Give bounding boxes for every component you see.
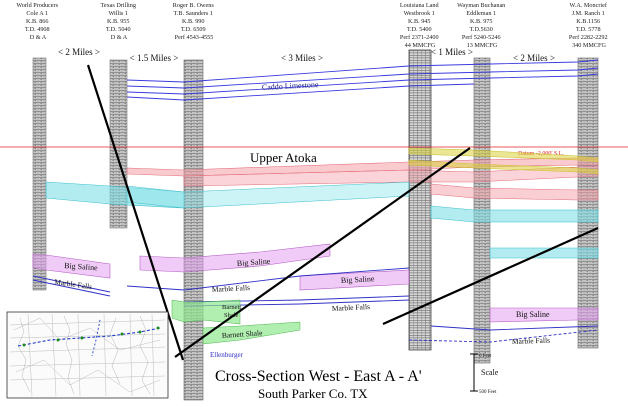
barnett-shale-label-2: Barnett Shale — [222, 328, 264, 340]
distance-label-3: < 3 Miles > — [281, 53, 323, 63]
distance-label-1: < 2 Miles > — [58, 47, 100, 57]
marble-falls-label-4: Marble Falls — [512, 336, 550, 346]
well-label-6: W.A. Moncrief J.M. Ranch 1 K.B.1156 T.D.… — [569, 2, 609, 49]
distance-label-4: < 1 Miles > — [431, 47, 473, 57]
well-label-1: World Producers Cole A 1 K.B. 866 T.D. 4… — [16, 2, 59, 41]
faults — [86, 64, 599, 361]
diagram-subtitle: South Parker Co. TX — [258, 386, 368, 401]
big-saline-label-3: Big Saline — [341, 274, 375, 285]
marble-falls-label-3: Marble Falls — [332, 302, 371, 313]
upper-atoka-label: Upper Atoka — [250, 150, 317, 165]
fault-line-1 — [86, 64, 185, 361]
caddo-limestone-label: Caddo Limestone — [262, 80, 319, 92]
diagram-title: Cross-Section West - East A - A' — [215, 368, 422, 385]
upper-atoka-horizon — [126, 147, 599, 201]
distance-label-2: < 1.5 Miles > — [130, 53, 179, 63]
big-saline-horizon — [32, 243, 599, 323]
scale-bottom-label: 500 Feet — [479, 390, 497, 395]
fault-line-3 — [382, 226, 599, 326]
barnett-shale-label-1: Barnett Shale — [222, 304, 243, 319]
marble-falls-label-1: Marble Falls — [54, 277, 93, 291]
well-log-2 — [109, 59, 128, 229]
big-saline-label-1: Big Saline — [64, 261, 99, 272]
well-labels: World Producers Cole A 1 K.B. 866 T.D. 4… — [16, 2, 609, 49]
well-log-1 — [32, 57, 47, 291]
well-label-5: Wayman Buchanan Eddleman 1 K.B. 975 T.D.… — [457, 2, 507, 49]
well-label-3: Roger B. Owens T.B. Saunders 1 K.B. 990 … — [173, 2, 216, 41]
big-saline-label-4: Big Saline — [516, 310, 550, 319]
distance-labels: < 2 Miles > < 1.5 Miles > < 3 Miles > < … — [58, 47, 555, 63]
scale-label: Scale — [481, 368, 499, 377]
fault-line-2 — [174, 147, 471, 358]
caddo-limestone-horizon — [126, 59, 599, 101]
barnett-shale-horizon — [171, 299, 301, 345]
distance-label-5: < 2 Miles > — [513, 53, 555, 63]
scale-top-label: 0 Feet — [479, 354, 492, 359]
well-label-2: Texas Drilling Willis 1 K.B. 955 T.D. 50… — [100, 2, 137, 41]
marble-falls-label-2: Marble Falls — [212, 283, 251, 294]
big-saline-label-2: Big Saline — [237, 257, 272, 268]
location-map-inset — [6, 311, 169, 399]
well-log-6 — [577, 57, 599, 349]
scale-bar: 0 Feet Scale 500 Feet — [470, 353, 499, 395]
well-logs — [32, 49, 599, 401]
well-label-4: Louisiana Land Westbrook 1 K.B. 945 T.D.… — [400, 2, 440, 49]
well-log-4 — [408, 49, 432, 351]
cyan-horizon — [45, 181, 599, 259]
ellenburger-label: Ellenburger — [210, 351, 244, 359]
